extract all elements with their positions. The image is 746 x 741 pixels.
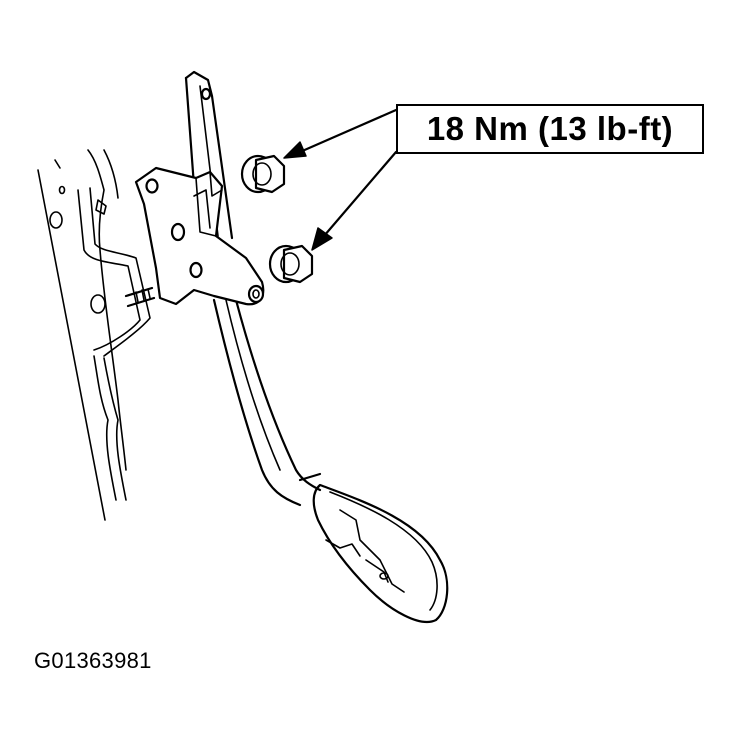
torque-callout-box: 18 Nm (13 lb-ft): [396, 104, 704, 154]
flange-nut-icon: [240, 154, 286, 194]
pedal-arm-icon: [184, 70, 449, 623]
dash-panel-icon: [37, 149, 151, 521]
flange-nut-icon: [268, 244, 314, 284]
callout-arrows: [283, 108, 398, 251]
mounting-stud-icon: [124, 286, 156, 308]
mounting-bracket-icon: [134, 166, 265, 306]
figure-id-label: G01363981: [34, 648, 152, 673]
torque-spec-label: 18 Nm (13 lb-ft): [426, 110, 674, 147]
